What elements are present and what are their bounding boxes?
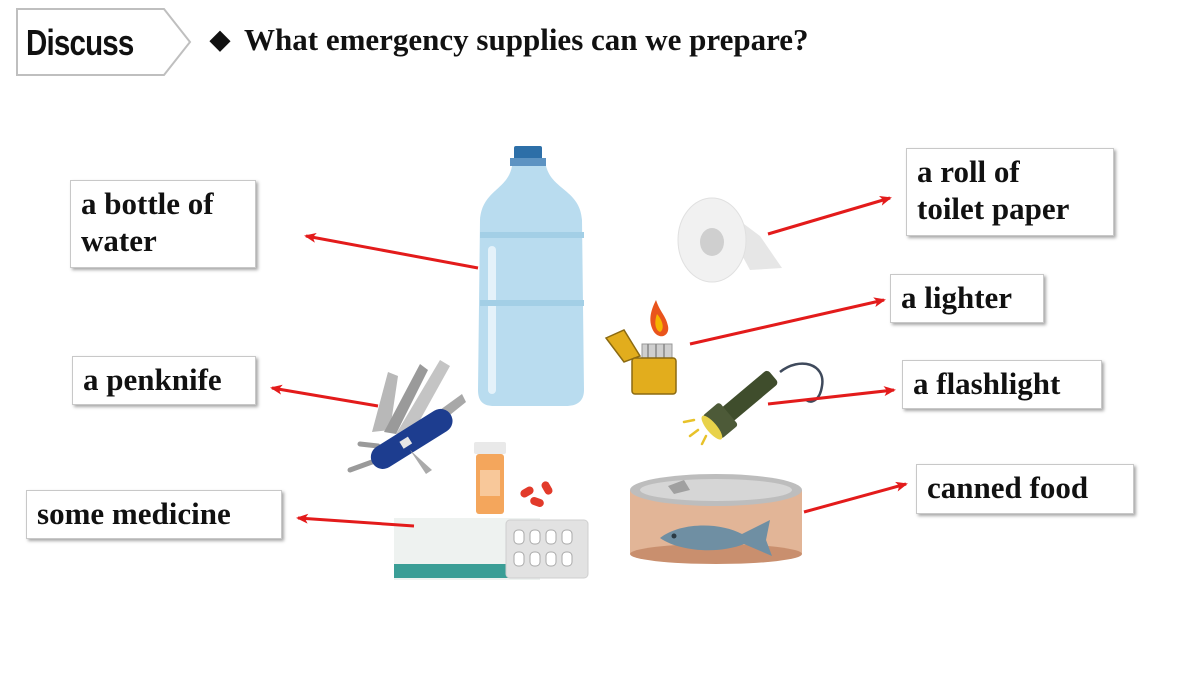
question-text: What emergency supplies can we prepare? — [244, 22, 809, 57]
label-medicine: some medicine — [26, 490, 282, 539]
label-penknife-text: a penknife — [83, 362, 222, 397]
arrow-water — [304, 232, 479, 270]
label-medicine-text: some medicine — [37, 496, 231, 531]
water-bottle-icon — [478, 146, 584, 406]
label-lighter: a lighter — [890, 274, 1044, 323]
medicine-icon — [394, 442, 589, 580]
flashlight-icon — [682, 362, 824, 446]
question-heading: ◆ What emergency supplies can we prepare? — [210, 22, 809, 58]
arrow-penknife — [270, 384, 379, 408]
label-canned-food: canned food — [916, 464, 1134, 514]
label-lighter-text: a lighter — [901, 280, 1013, 315]
toilet-roll-icon — [677, 197, 782, 283]
diamond-bullet-icon: ◆ — [210, 25, 230, 54]
lighter-icon — [604, 300, 677, 395]
penknife-icon — [347, 360, 466, 474]
discuss-tag: Discuss — [16, 8, 192, 76]
label-flashlight: a flashlight — [902, 360, 1102, 409]
arrow-lighter — [689, 297, 886, 346]
arrow-canned-food — [803, 481, 908, 514]
arrow-toilet-paper — [767, 196, 892, 236]
label-penknife: a penknife — [72, 356, 256, 405]
label-water: a bottle of water — [70, 180, 256, 268]
label-canned-food-text: canned food — [927, 470, 1089, 505]
label-flashlight-text: a flashlight — [913, 366, 1061, 401]
discuss-label: Discuss — [26, 22, 134, 63]
tag-arrow-shape — [16, 8, 192, 76]
label-toilet-paper: a roll of toilet paper — [906, 148, 1114, 236]
arrows — [270, 196, 908, 528]
arrow-medicine — [296, 513, 415, 528]
label-water-line1: a bottle of — [81, 186, 214, 221]
canned-food-icon — [630, 474, 802, 564]
arrow-flashlight — [767, 386, 896, 406]
label-toilet-line1: a roll of — [917, 154, 1020, 189]
label-water-line2: water — [81, 223, 157, 258]
label-toilet-line2: toilet paper — [917, 191, 1070, 226]
